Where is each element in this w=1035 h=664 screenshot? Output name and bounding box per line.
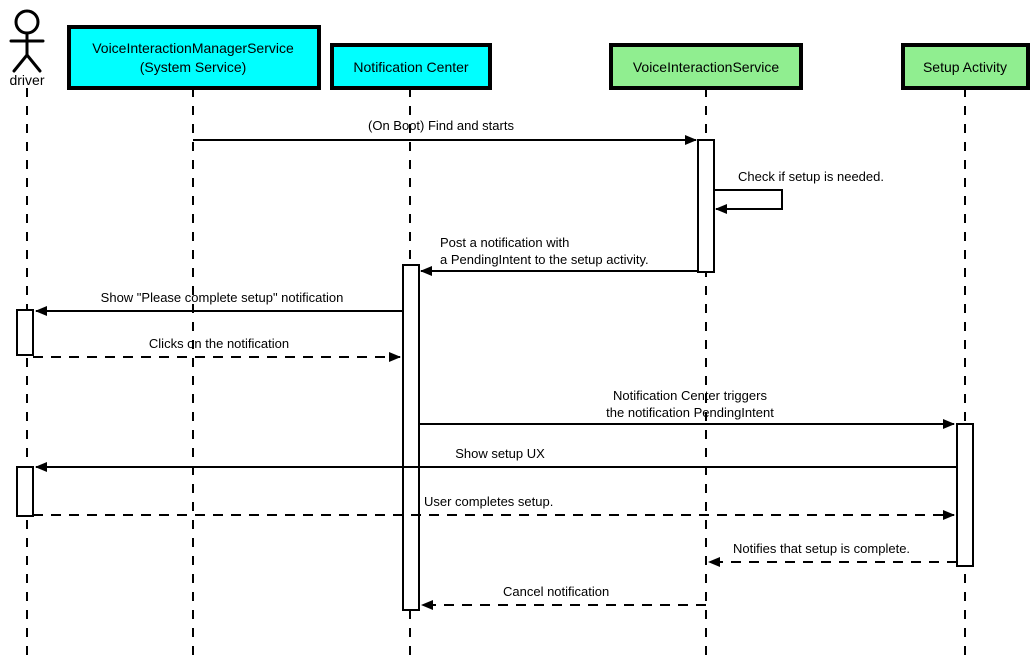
message-label-2: Check if setup is needed. [738,169,884,184]
message-label-5: Clicks on the notification [149,336,289,351]
message-label-10: Cancel notification [503,584,609,599]
actor-driver: driver [9,9,45,88]
activation-bar-notification-center-1 [402,264,420,611]
participant-label-notification-center: Notification Center [353,59,469,75]
participant-voiceinteractionservice[interactable]: VoiceInteractionService [609,43,803,90]
message-label-3-line1: Post a notification with [440,235,569,250]
message-on-boot-find-and-starts[interactable]: (On Boot) Find and starts [193,118,697,145]
message-label-7: Show setup UX [455,446,545,461]
participant-box-setup-activity[interactable] [901,43,1030,90]
actor-leg-right-icon [25,53,42,73]
participant-label-voiceinteractionmanagerservice-line1: VoiceInteractionManagerService [92,40,294,56]
actor-leg-left-icon [12,53,29,73]
participant-setup-activity[interactable]: Setup Activity [901,43,1030,90]
message-show-please-complete-setup-notification[interactable]: Show "Please complete setup" notificatio… [35,290,403,316]
message-notifies-that-setup-is-complete[interactable]: Notifies that setup is complete. [708,541,957,567]
activation-bars-group [16,139,974,611]
message-label-9: Notifies that setup is complete. [733,541,910,556]
message-user-completes-setup[interactable]: User completes setup. [33,494,955,520]
message-label-1: (On Boot) Find and starts [368,118,514,133]
message-label-4: Show "Please complete setup" notificatio… [101,290,344,305]
message-clicks-on-the-notification[interactable]: Clicks on the notification [33,336,401,362]
participant-voiceinteractionmanagerservice[interactable]: VoiceInteractionManagerService (System S… [67,25,321,90]
participant-label-voiceinteractionservice: VoiceInteractionService [633,59,780,75]
participant-box-voiceinteractionservice[interactable] [609,43,803,90]
message-show-setup-ux[interactable]: Show setup UX [35,446,957,472]
message-selfcall-path-2[interactable] [714,189,783,214]
participant-label-setup-activity: Setup Activity [923,59,1007,75]
message-notification-center-triggers-pendingintent[interactable]: Notification Center triggers the notific… [419,388,955,429]
message-check-if-setup-is-needed[interactable]: Check if setup is needed. [714,169,884,214]
participant-box-voiceinteractionmanagerservice[interactable] [67,25,321,90]
message-label-3-line2: a PendingIntent to the setup activity. [440,252,649,267]
participant-box-notification-center[interactable] [330,43,492,90]
message-label-6-line1: Notification Center triggers [613,388,767,403]
actor-head-icon [14,9,40,35]
participant-notification-center[interactable]: Notification Center [330,43,492,90]
activation-bar-setup-activity-1 [956,423,974,567]
activation-bar-driver-2 [16,466,34,517]
message-cancel-notification[interactable]: Cancel notification [421,584,706,610]
message-label-6-line2: the notification PendingIntent [606,405,774,420]
actor-label-driver: driver [9,72,44,88]
participant-label-voiceinteractionmanagerservice-line2: (System Service) [140,59,247,75]
message-label-8: User completes setup. [424,494,553,509]
message-post-a-notification[interactable]: Post a notification with a PendingIntent… [420,235,698,276]
activation-bar-voiceinteractionservice-1 [697,139,715,273]
activation-bar-driver-1 [16,309,34,356]
